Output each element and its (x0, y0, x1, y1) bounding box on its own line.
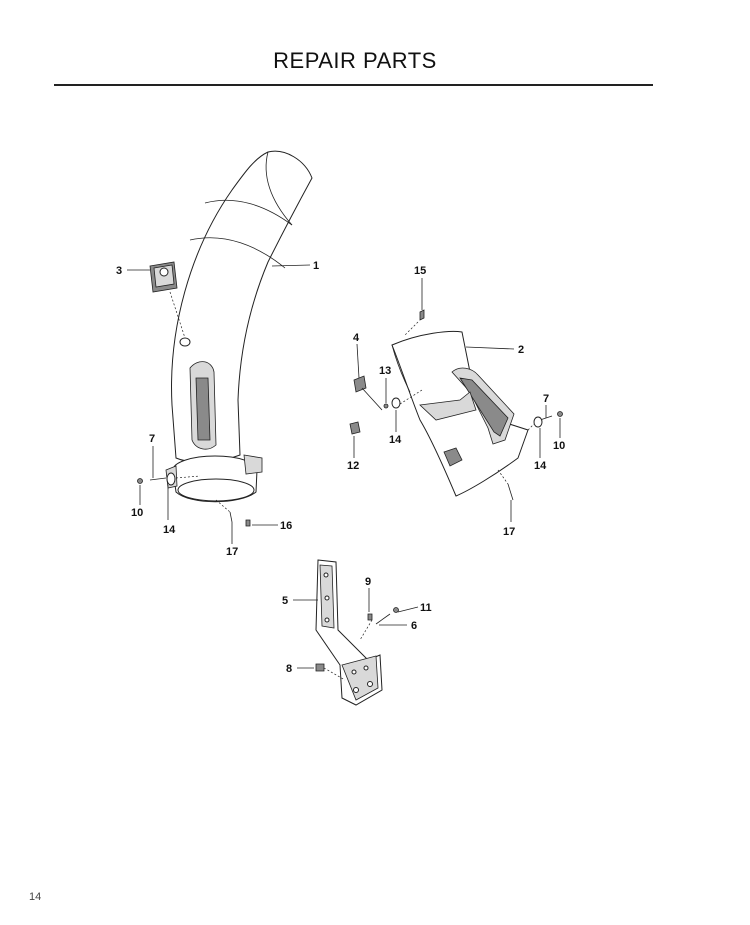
callout-5: 5 (282, 595, 288, 607)
callout-4: 4 (353, 332, 360, 344)
page-number: 14 (29, 891, 42, 903)
page-title: REPAIR PARTS (273, 48, 437, 73)
hardware-fasteners (137, 309, 563, 681)
callout-10-left: 10 (131, 507, 143, 519)
callout-9: 9 (365, 576, 371, 588)
callout-15: 15 (414, 265, 426, 277)
callout-17-left: 17 (226, 546, 238, 558)
callout-14-right: 14 (534, 460, 547, 472)
callout-7-right: 7 (543, 393, 549, 405)
callout-8: 8 (286, 663, 292, 675)
callout-3: 3 (116, 265, 122, 277)
callout-1: 1 (313, 260, 319, 272)
bracket-part-5 (315, 559, 383, 706)
callout-11: 11 (420, 602, 432, 614)
callout-2: 2 (518, 344, 524, 356)
chute-part-1 (165, 150, 313, 503)
deflector-part-2 (391, 330, 529, 497)
title-divider (54, 84, 653, 86)
callout-6: 6 (411, 620, 417, 632)
callout-14-left: 14 (163, 524, 176, 536)
switch-part-3 (149, 261, 186, 339)
callout-13: 13 (379, 365, 391, 377)
callout-16: 16 (280, 520, 292, 532)
callout-10-right: 10 (553, 440, 565, 452)
callout-17-right: 17 (503, 526, 515, 538)
callout-7-left: 7 (149, 433, 155, 445)
callout-leaders (127, 264, 561, 669)
callout-14-middle: 14 (389, 434, 402, 446)
callout-12: 12 (347, 460, 359, 472)
